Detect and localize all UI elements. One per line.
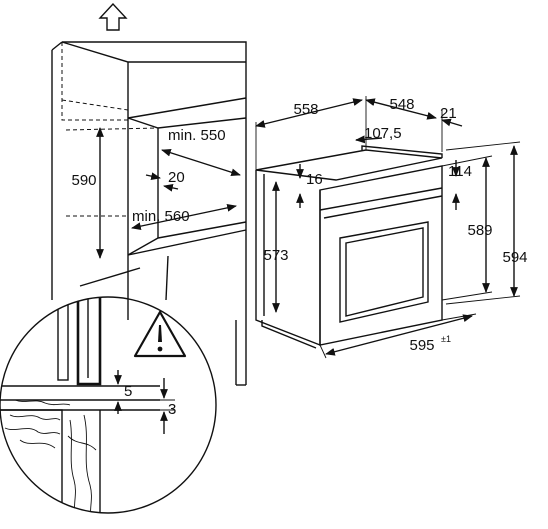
dim-oven-front-offset: 21 — [440, 105, 457, 122]
dim-niche-gap: 20 — [168, 169, 185, 186]
dim-oven-body-height: 573 — [263, 247, 288, 264]
dim-niche-width: min. 560 — [132, 208, 190, 225]
dim-oven-width: 595 — [409, 337, 434, 354]
dim-oven-height-total: 594 — [502, 249, 527, 266]
warning-icon — [133, 310, 187, 358]
dim-oven-depth-body: 548 — [389, 96, 414, 113]
dim-detail-gap-top: 5 — [124, 383, 132, 400]
detail-view: 5 3 — [0, 296, 217, 514]
dim-oven-height-inner: 589 — [467, 222, 492, 239]
dim-oven-panel-thickness: 16 — [306, 171, 323, 188]
dim-detail-gap-bottom: 3 — [168, 401, 176, 418]
dim-oven-width-tolerance: ±1 — [441, 334, 451, 344]
dim-oven-top-step: 114 — [448, 163, 472, 180]
dim-oven-depth-total: 558 — [293, 101, 318, 118]
arrow-up-icon — [98, 2, 128, 31]
niche-dimensions: 590 min. 550 20 min. 560 — [71, 127, 241, 259]
dim-niche-depth: min. 550 — [168, 127, 226, 144]
dim-niche-height: 590 — [71, 172, 96, 189]
oven-dimensions: 558 548 21 107,5 16 573 114 589 594 — [255, 96, 528, 359]
dim-oven-top-offset: 107,5 — [364, 125, 402, 142]
